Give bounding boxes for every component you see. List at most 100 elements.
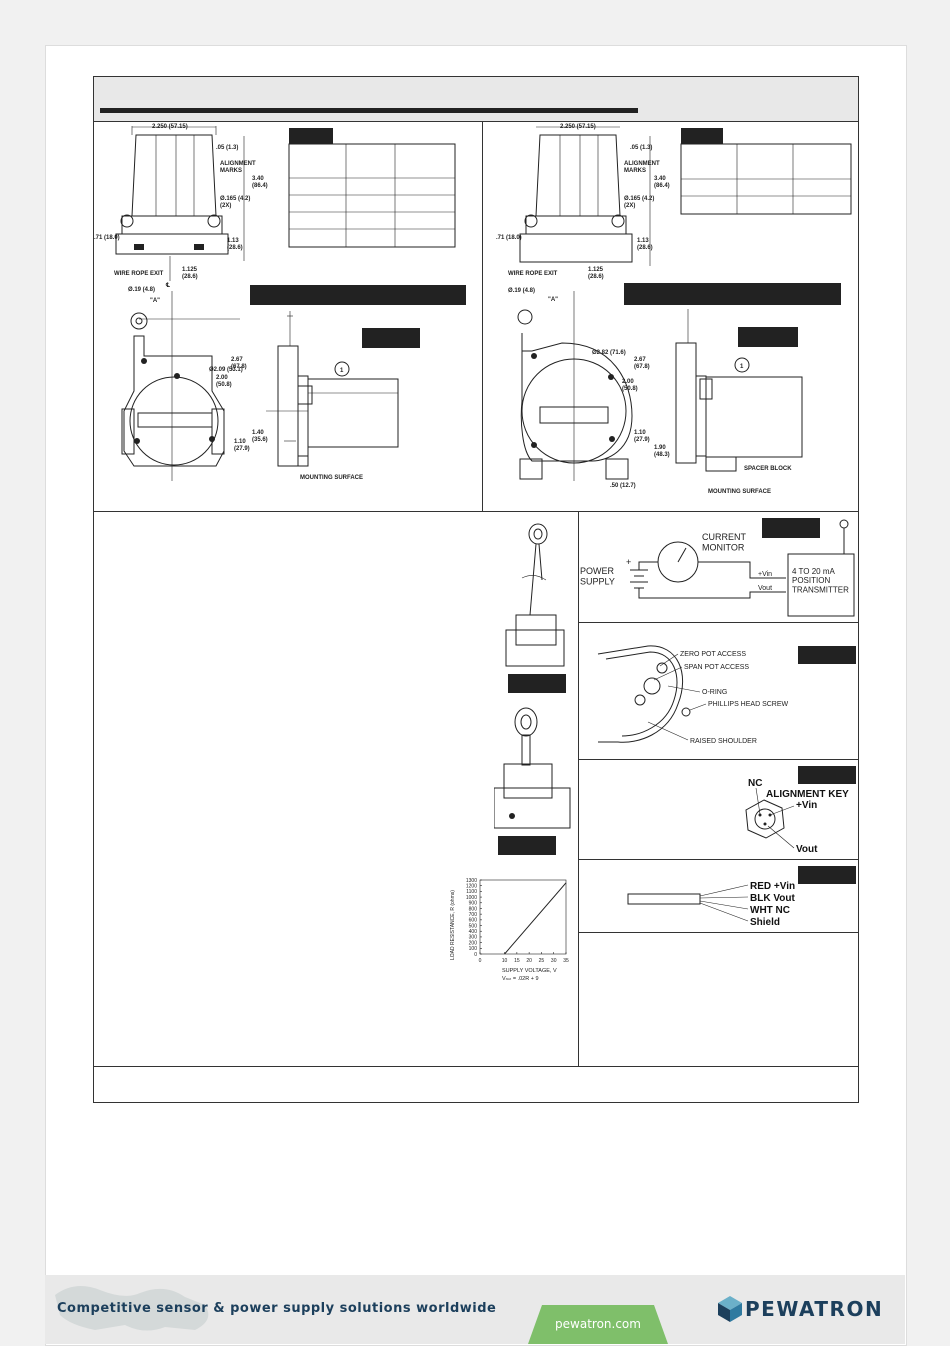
label-bar-1 [508, 674, 566, 693]
label-vin: +Vin [758, 571, 772, 578]
chart-y-tick-label: 0 [474, 952, 477, 958]
brand-name: PEWATRON [745, 1297, 884, 1321]
dim-base-width-right: 1.125(28.6) [588, 267, 604, 280]
cable-label-bar [798, 866, 856, 884]
chart-x-tick-label: 30 [551, 958, 557, 964]
dim-width-top-right: 2.250 (57.15) [560, 124, 596, 130]
chart-y-tick-label: 1100 [466, 889, 477, 895]
chart-y-tick-label: 300 [469, 935, 478, 941]
callout-number: 1 [340, 368, 344, 374]
chart-y-tick-label: 400 [469, 929, 478, 935]
footer-tagline: Competitive sensor & power supply soluti… [57, 1301, 497, 1316]
page-footer: Competitive sensor & power supply soluti… [45, 1275, 905, 1344]
label-connector-vout: Vout [796, 844, 818, 855]
dim-base-width: 1.125(28.6) [182, 267, 198, 280]
chart-formula: Vₘₙ = .02R + 9 [502, 976, 539, 982]
chart-plot-area [479, 879, 567, 955]
front-view-body-right [517, 291, 633, 481]
dim-drum-dia: Ø2.09 (53.1) [209, 367, 243, 373]
top-view-housing [115, 126, 229, 255]
dim-h267: 2.67(67.8) [231, 357, 247, 370]
top-view-housing-right [519, 126, 633, 263]
label-alignment-key: ALIGNMENT KEY [766, 789, 849, 800]
label-vout: Vout [758, 585, 772, 592]
load-resistance-chart: 0100200300400500600700800900100011001200… [450, 878, 569, 982]
label-wire-blk: BLK Vout [750, 893, 795, 904]
label-mounting-surface: MOUNTING SURFACE [300, 475, 363, 481]
chart-y-tick-label: 1200 [466, 883, 477, 889]
chart-y-tick-label: 700 [469, 912, 478, 918]
dim-gap-top-right: .05 (1.3) [630, 145, 652, 151]
callout-circle-right [734, 357, 750, 373]
dim-w50-right: .50 (12.7) [610, 483, 636, 489]
spec-table-right [680, 128, 852, 215]
spec-table-left [288, 128, 456, 248]
wiring-label-bar [762, 518, 820, 538]
label-wire-red: RED +Vin [750, 881, 795, 892]
chart-y-tick-label: 1300 [466, 878, 477, 884]
chart-y-label: LOAD RESISTANCE, R (ohms) [450, 890, 456, 960]
right-panel-divider-2 [578, 759, 858, 760]
column-divider-bottom [578, 511, 579, 1066]
label-bar-2 [498, 836, 556, 855]
wire-rope-angle-illustration [505, 523, 565, 667]
callout-number-right: 1 [740, 364, 744, 370]
dim-h200: 2.00(50.8) [216, 375, 232, 388]
pewatron-logo-icon [718, 1296, 742, 1322]
website-badge[interactable]: pewatron.com [528, 1305, 668, 1344]
dim-hole-dia-right: Ø.165 (4.2)(2X) [624, 196, 654, 209]
dim-gap-top: .05 (1.3) [216, 145, 238, 151]
world-map-graphic [55, 1286, 209, 1331]
side-view-body-right [675, 309, 803, 472]
right-panel-divider-4 [578, 932, 858, 933]
dim-ring-dia-right: Ø.19 (4.8) [508, 288, 535, 294]
cable-diagram: RED +Vin BLK Vout WHT NC Shield [627, 866, 856, 928]
access-label-bar [798, 646, 856, 664]
dim-side-left: .71 (18.0) [94, 235, 120, 241]
chart-y-tick-label: 900 [469, 901, 478, 907]
label-mounting-surface-right: MOUNTING SURFACE [708, 489, 771, 495]
row-divider [94, 511, 858, 512]
cable-jacket [627, 893, 701, 905]
chart-x-tick-label: 0 [479, 958, 482, 964]
website-link[interactable]: pewatron.com [555, 1317, 641, 1331]
dim-base-height-right: 1.13(28.6) [637, 238, 653, 251]
drawing-left: 2.250 (57.15) .05 (1.3) 3.40(86.4) ALIGN… [94, 124, 466, 481]
chart-x-tick-label: 15 [514, 958, 520, 964]
chart-series-line [504, 882, 567, 955]
dim-h200-right: 2.00(50.8) [622, 379, 638, 392]
dim-h110: 1.10(27.9) [234, 439, 250, 452]
front-view-body [121, 291, 240, 481]
dim-ring-dia: Ø.19 (4.8) [128, 287, 155, 293]
dim-height-total-right: 3.40(86.4) [654, 176, 670, 189]
connector-diagram: NC ALIGNMENT KEY +Vin Vout [745, 766, 856, 855]
side-view-title-bar-right [624, 283, 841, 305]
label-a-mark: "A" [150, 298, 160, 304]
label-connector-nc: NC [748, 778, 762, 789]
install-illustrations [494, 523, 571, 855]
label-wire-exit-right: WIRE ROPE EXIT [508, 271, 558, 277]
dim-h190-right: 1.90(48.3) [654, 445, 670, 458]
dim-h140: 1.40(35.6) [252, 430, 268, 443]
chart-y-tick-label: 1000 [466, 895, 477, 901]
label-zero-pot: ZERO POT ACCESS [680, 651, 746, 658]
chart-y-tick-label: 800 [469, 906, 478, 912]
dim-hole-dia: Ø.165 (4.2)(2X) [220, 196, 250, 209]
dim-side-left-right: .71 (18.0) [496, 235, 522, 241]
dim-h110-right: 1.10(27.9) [634, 430, 650, 443]
label-raised-shoulder: RAISED SHOULDER [690, 738, 757, 745]
label-wire-shield: Shield [750, 917, 780, 928]
pot-access-diagram: ZERO POT ACCESS SPAN POT ACCESS O-RING P… [597, 645, 856, 745]
chart-y-tick-label: 500 [469, 923, 478, 929]
chart-x-tick-label: 20 [526, 958, 532, 964]
label-spacer-block: SPACER BLOCK [744, 466, 792, 472]
label-connector-vin: +Vin [796, 800, 817, 811]
header-title-bar [100, 108, 638, 113]
datasheet-frame [93, 76, 859, 1103]
side-view-body [266, 311, 399, 467]
chart-x-tick-label: 10 [502, 958, 508, 964]
